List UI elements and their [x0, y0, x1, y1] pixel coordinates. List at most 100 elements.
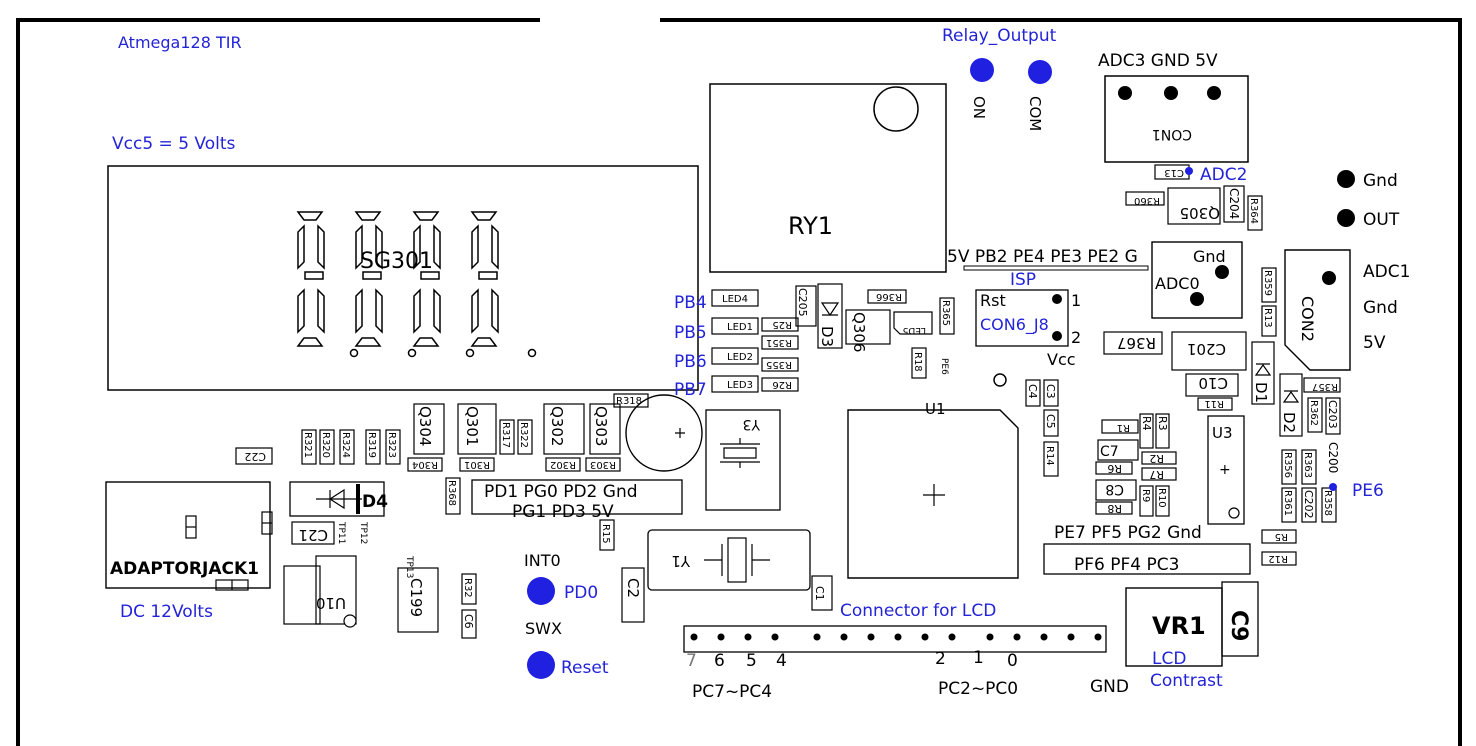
r301-ref: R301 [464, 459, 490, 470]
isp-pin-labels: 5V PB2 PE4 PE3 PE2 G [947, 247, 1138, 267]
r366-ref: R366 [876, 291, 902, 302]
ry1-relay: RY1 [709, 83, 947, 273]
swx-label: SWX [525, 619, 562, 638]
lcd-contrast-1: LCD [1152, 649, 1186, 669]
led-port-pb4: PB4 [674, 293, 707, 313]
r317-ref: R317 [500, 422, 511, 448]
c5-ref: C5 [1044, 414, 1057, 429]
r364-ref: R364 [1248, 198, 1259, 224]
r365-ref: R365 [940, 300, 951, 326]
r3-ref: R3 [1156, 416, 1169, 431]
r8-ref: R8 [1107, 502, 1122, 515]
r14-ref: R14 [1044, 446, 1055, 466]
lcd-connector [683, 625, 1107, 653]
r15-ref: R15 [600, 524, 611, 544]
c13-ref: C13 [1164, 167, 1184, 178]
led1-ref: LED1 [727, 322, 753, 333]
c200-ref: C200 [1326, 442, 1340, 473]
d2-ref: D2 [1280, 412, 1298, 433]
lcd-pin-6: 6 [714, 651, 725, 671]
lcd-gnd: GND [1090, 677, 1129, 697]
c4-ref: C4 [1026, 384, 1039, 399]
isp-title: ISP [1010, 270, 1036, 290]
adc0-gnd: Gnd [1193, 247, 1226, 266]
con2-ref: CON2 [1298, 296, 1317, 342]
r11-ref: R11 [1204, 398, 1224, 409]
gnd-terminal [1337, 170, 1355, 188]
lcd-pin-0: 0 [1007, 651, 1018, 671]
led-port-pb7: PB7 [674, 380, 707, 400]
r1-ref: R1 [1117, 422, 1130, 433]
reset-button[interactable] [527, 651, 555, 679]
r32-ref: R32 [462, 578, 473, 598]
c203-ref: C203 [1326, 400, 1339, 429]
r5-ref: R5 [1275, 531, 1288, 542]
r324-ref: R324 [340, 432, 351, 458]
vcc-note: Vcc5 = 5 Volts [112, 134, 236, 154]
r318-ref: R318 [616, 396, 642, 407]
con1-pin-labels: ADC3 GND 5V [1098, 51, 1218, 71]
c9-ref: C9 [1226, 610, 1251, 641]
r320-ref: R320 [320, 432, 331, 458]
relay-com-label: COM [1026, 96, 1044, 131]
r302-ref: R302 [550, 459, 576, 470]
adc0-label: ADC0 [1155, 274, 1200, 293]
c6-ref: C6 [462, 614, 475, 629]
r361-ref: R361 [1282, 490, 1293, 516]
r4-ref: R4 [1140, 416, 1153, 431]
con2-pin-adc1: ADC1 [1363, 262, 1410, 282]
portd-header [471, 479, 683, 515]
c201-ref: C201 [1187, 340, 1226, 358]
c21-ref: C21 [298, 526, 328, 544]
portd-header-top: PD1 PG0 PD2 Gnd [484, 482, 638, 502]
u3-ref: U3 [1212, 424, 1233, 442]
r319-ref: R319 [366, 432, 377, 458]
out-terminal [1337, 209, 1355, 227]
con2-pin-5v: 5V [1363, 333, 1386, 353]
r303-ref: R303 [590, 459, 616, 470]
c205-ref: C205 [796, 288, 809, 317]
c2-ref: C2 [624, 578, 642, 598]
c1-ref: C1 [813, 586, 826, 601]
r360-ref: R360 [1134, 195, 1160, 206]
adc0-connector [1151, 241, 1243, 319]
lcd-contrast-2: Contrast [1150, 671, 1223, 691]
lcd-mid-range: PC2~PC0 [938, 679, 1018, 699]
int0-button[interactable] [527, 577, 555, 605]
r322-ref: R322 [518, 422, 529, 448]
lcd-pin-7: 7 [686, 651, 697, 671]
r363-ref: R363 [1302, 452, 1313, 478]
r6-ref: R6 [1107, 462, 1122, 475]
lcd-pin-2: 2 [935, 649, 946, 669]
int0-label: INT0 [524, 551, 561, 570]
d3-ref: D3 [818, 326, 836, 347]
dc-note: DC 12Volts [120, 602, 213, 622]
isp-ref: CON6_J8 [980, 315, 1049, 335]
u10-ref: U10 [316, 594, 346, 612]
r362-ref: R362 [1308, 400, 1319, 426]
q305-ref: Q305 [1180, 204, 1220, 222]
pd0-label: PD0 [564, 583, 598, 603]
buzzer [625, 394, 703, 472]
q304-ref: Q304 [416, 406, 434, 446]
tp13-ref: TP13 [404, 555, 414, 578]
led-port-pb5: PB5 [674, 323, 707, 343]
c3-ref: C3 [1044, 384, 1057, 399]
isp-rst: Rst [980, 291, 1006, 310]
r26-ref: R26 [772, 379, 792, 390]
tp12-ref: TP12 [358, 521, 368, 544]
r10-ref: R10 [1156, 488, 1167, 508]
adaptor-jack-ref: ADAPTORJACK1 [110, 559, 259, 579]
c202-ref: C202 [1302, 490, 1315, 519]
isp-vcc: Vcc [1047, 350, 1076, 369]
svg-text:+: + [1219, 462, 1231, 478]
r25-ref: R25 [772, 319, 792, 330]
r321-ref: R321 [302, 432, 313, 458]
r356-ref: R356 [1282, 452, 1293, 478]
lcd-title: Connector for LCD [840, 601, 996, 621]
r357-ref: R357 [1312, 381, 1338, 392]
r323-ref: R323 [386, 432, 397, 458]
y3-crystal [705, 409, 781, 511]
c199-ref: C199 [407, 578, 425, 617]
r304-ref: R304 [412, 459, 438, 470]
